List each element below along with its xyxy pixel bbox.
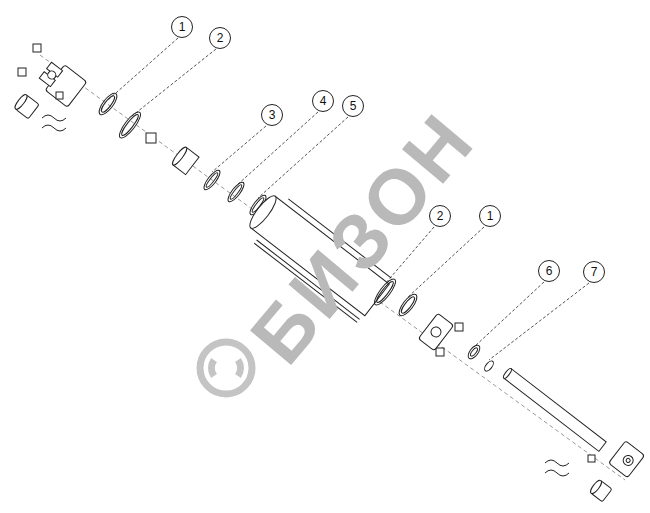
nuts — [18, 44, 595, 462]
callout-number: 3 — [261, 104, 283, 126]
rod-seal — [466, 343, 482, 361]
callout-number: 1 — [171, 16, 193, 38]
seal — [202, 168, 223, 192]
bushing — [171, 146, 199, 175]
pin — [589, 479, 612, 502]
seal — [226, 180, 247, 204]
rod-end-cap — [418, 313, 453, 351]
rod-seal — [483, 359, 495, 372]
callout-number: 5 — [342, 95, 364, 117]
callout-number: 2 — [209, 27, 231, 49]
callout-number: 1 — [479, 205, 501, 227]
left-clevis-cap — [36, 57, 87, 107]
callout-number: 4 — [312, 90, 334, 112]
spring-clips — [42, 115, 66, 131]
axis-line — [40, 55, 625, 480]
callout-number: 6 — [538, 260, 560, 282]
callout-number: 7 — [583, 261, 605, 283]
o-ring — [116, 109, 143, 140]
spring-clips — [545, 460, 569, 476]
o-ring — [96, 91, 120, 118]
pin — [13, 93, 39, 119]
piston-rod — [502, 367, 606, 451]
watermark-logo — [200, 342, 252, 394]
o-ring — [396, 292, 420, 319]
right-clevis — [609, 441, 645, 478]
